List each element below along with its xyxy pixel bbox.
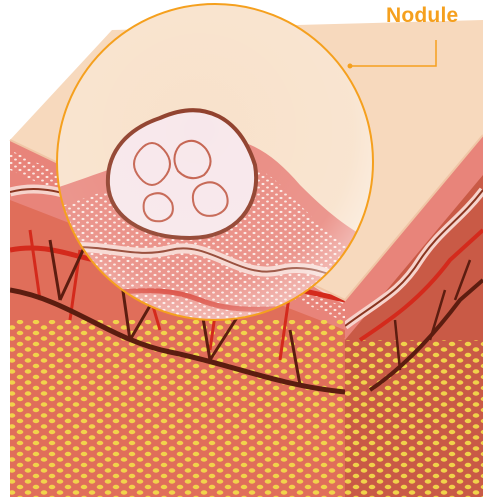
nodule-label: Nodule (386, 4, 458, 28)
